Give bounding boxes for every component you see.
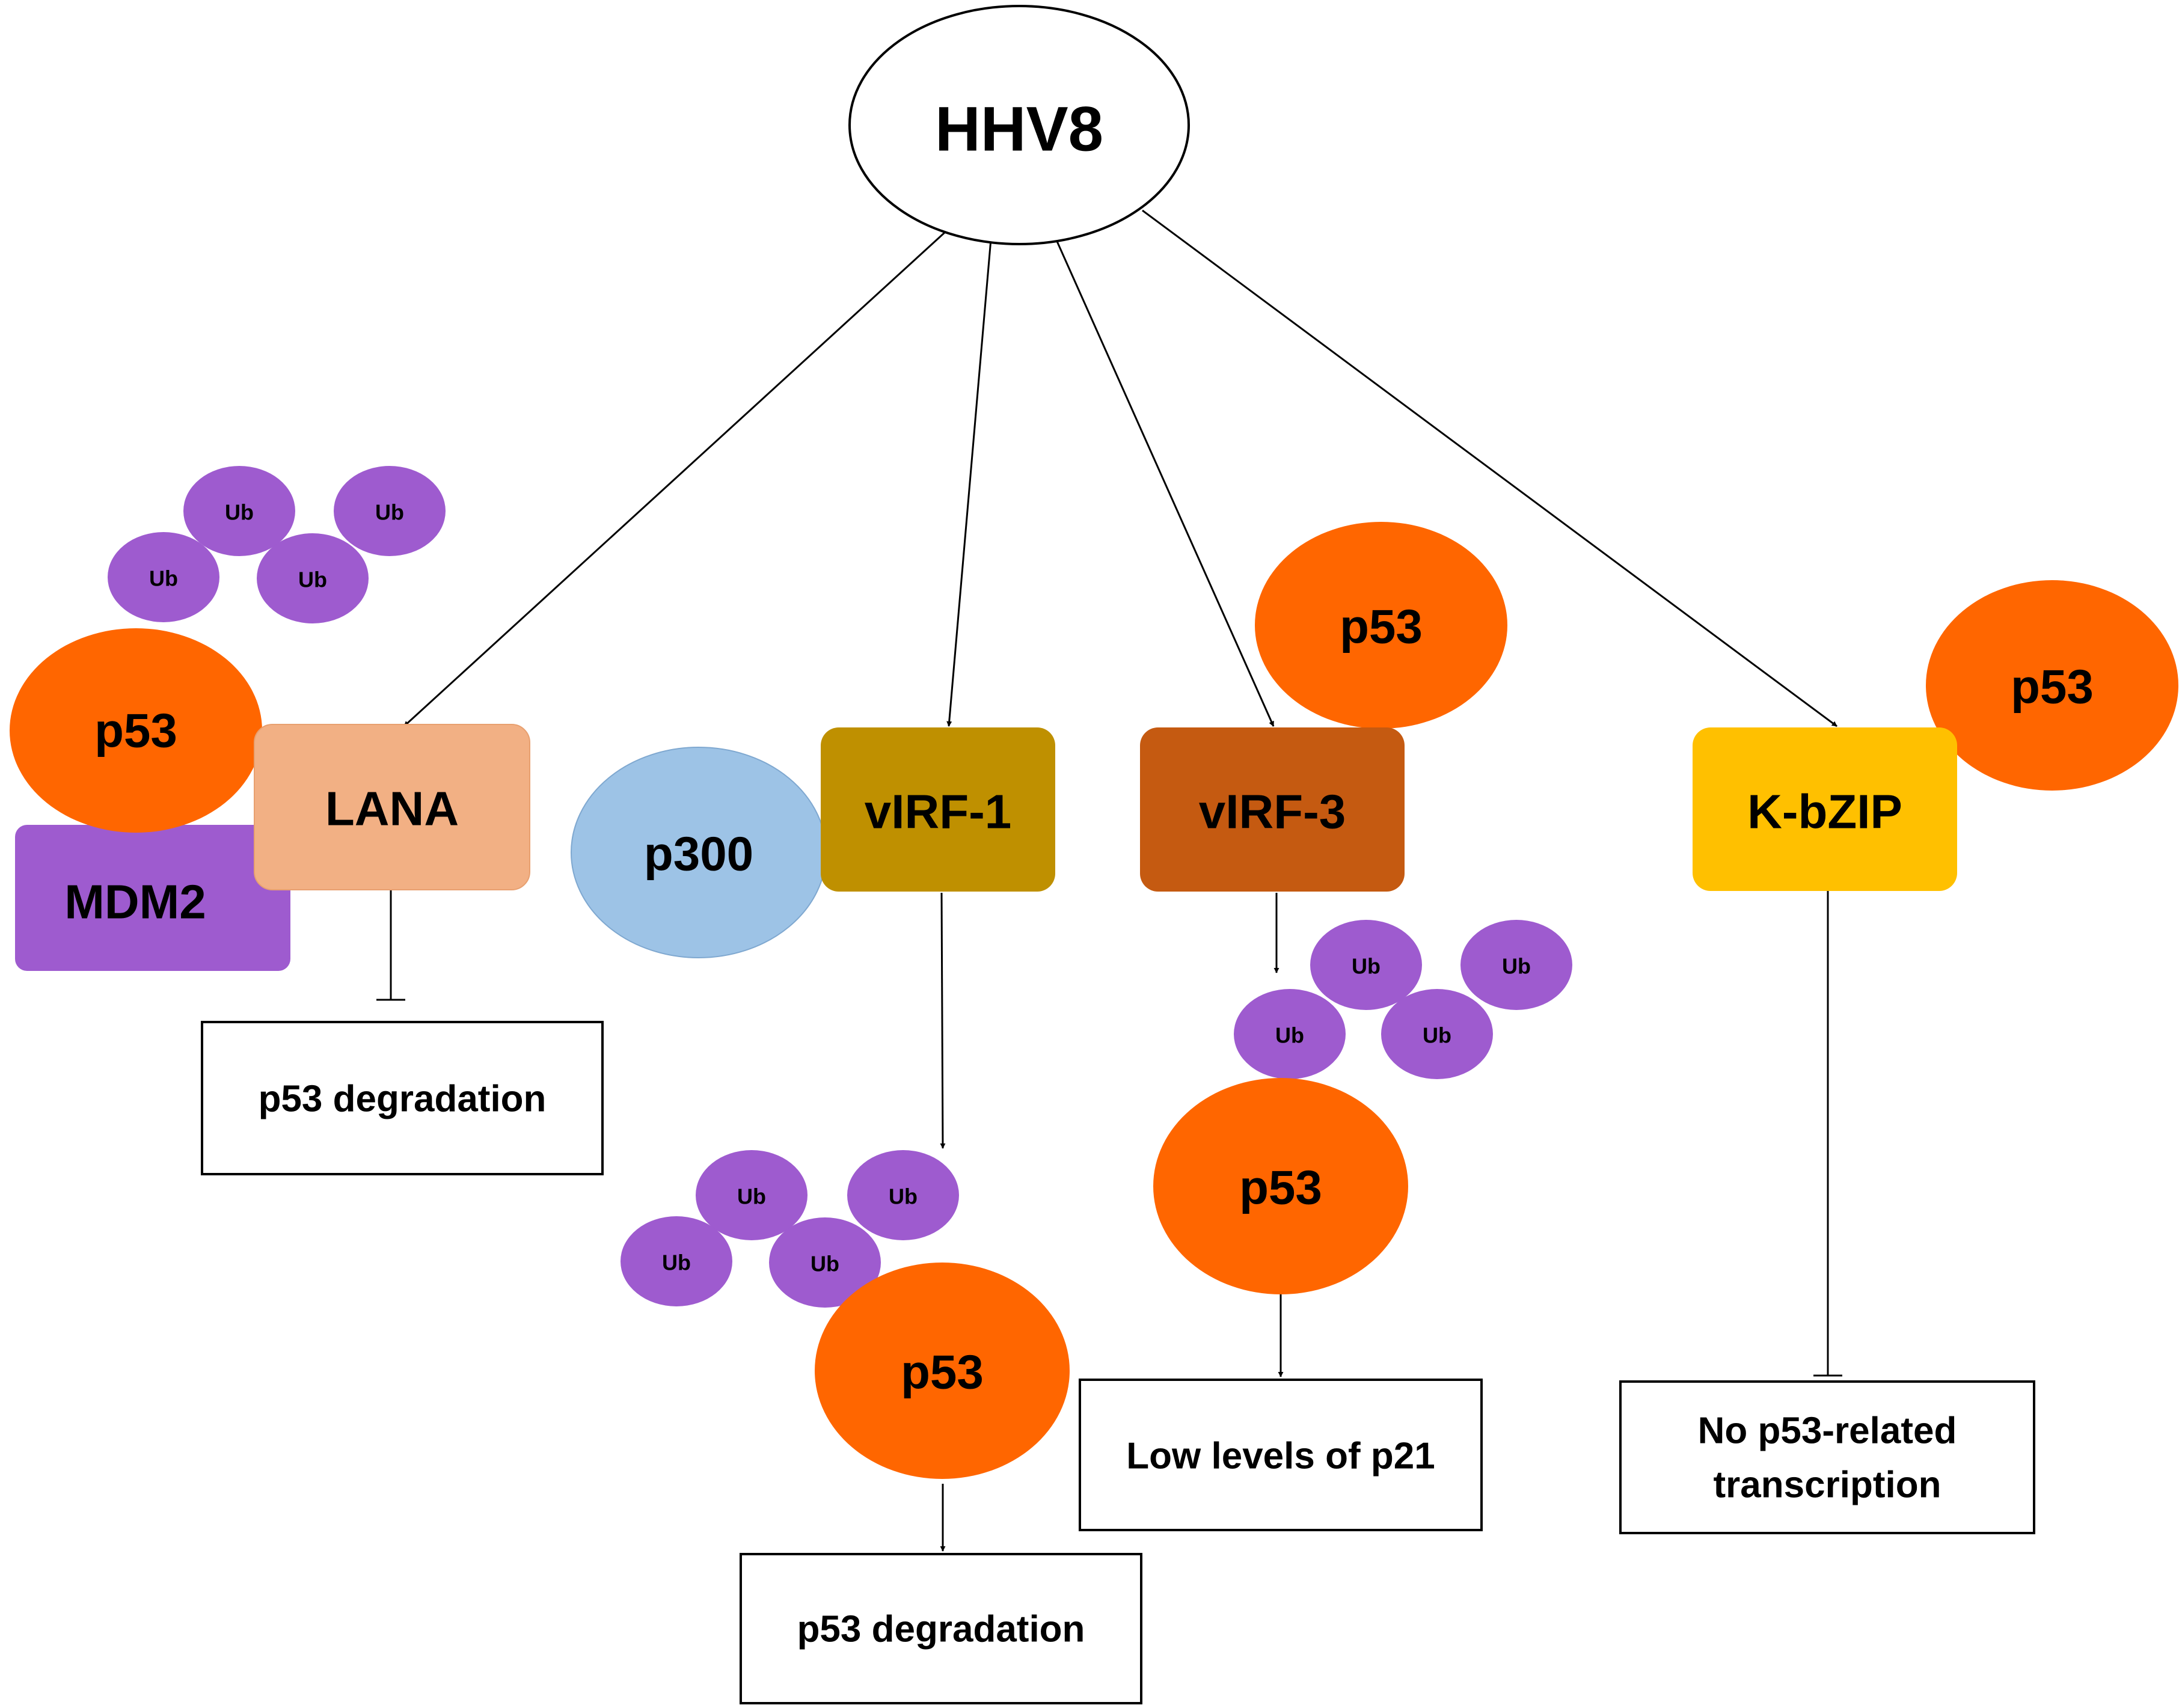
ub-label: Ub (1275, 1023, 1304, 1048)
virf3-node (1140, 727, 1405, 892)
virf3-label: vIRF-3 (1199, 785, 1346, 839)
p53-label-virf1: p53 (901, 1345, 984, 1399)
ub-node (1381, 989, 1493, 1079)
ub-node (696, 1150, 808, 1240)
ub-label: Ub (737, 1184, 766, 1209)
outcome-box-lana (201, 1021, 604, 1175)
ub-label: Ub (375, 500, 404, 525)
ub-node (183, 466, 295, 556)
arrow-hhv8-to-virf1 (946, 239, 992, 727)
ub-node (1460, 920, 1572, 1010)
outcome-label-virf3: Low levels of p21 (1126, 1436, 1435, 1477)
ub-label: Ub (298, 568, 327, 592)
arrow-hhv8-to-virf3 (1055, 238, 1275, 727)
p53-label-lana: p53 (94, 704, 177, 758)
p53-node-virf1 (815, 1263, 1070, 1479)
ub-node (769, 1217, 881, 1308)
ub-node (1310, 920, 1422, 1010)
ub-label: Ub (1423, 1023, 1451, 1048)
p53-label-virf3-bottom: p53 (1239, 1161, 1322, 1214)
lana-label: LANA (325, 782, 459, 836)
ub-node (1234, 989, 1346, 1079)
outcome-label-kbzip-line2: transcription (1714, 1465, 1941, 1506)
outcome-label-lana: p53 degradation (259, 1079, 547, 1120)
kbzip-label: K-bZIP (1747, 785, 1902, 839)
p300-label: p300 (644, 827, 753, 881)
arrow-virf1-to-ub-p53 (940, 892, 946, 1149)
arrow-hhv8-to-kbzip (1142, 209, 1837, 727)
p53-label-kbzip: p53 (2011, 660, 2094, 714)
arrow-hhv8-to-lana (403, 231, 946, 727)
ub-label: Ub (889, 1184, 918, 1209)
p53-label-virf3-top: p53 (1340, 600, 1423, 654)
ub-node (621, 1216, 732, 1306)
ub-node (334, 466, 446, 556)
p53-node-virf3-bottom (1153, 1078, 1408, 1294)
ub-node (257, 533, 369, 623)
outcome-box-virf1 (740, 1553, 1142, 1704)
mdm2-node (15, 825, 290, 971)
outcome-label-virf1: p53 degradation (797, 1609, 1085, 1650)
ub-label: Ub (1502, 954, 1531, 979)
p53-node-kbzip (1926, 580, 2178, 791)
ub-node (108, 532, 219, 622)
ub-label: Ub (1352, 954, 1381, 979)
virf1-label: vIRF-1 (865, 785, 1012, 839)
hhv8-node (848, 5, 1190, 245)
ub-label: Ub (811, 1252, 839, 1276)
outcome-box-virf3 (1079, 1379, 1483, 1531)
ub-node (847, 1150, 959, 1240)
ub-label: Ub (225, 500, 254, 525)
kbzip-node (1693, 727, 1957, 891)
p53-node-lana (10, 628, 262, 833)
ub-label: Ub (662, 1250, 691, 1275)
hhv8-label: HHV8 (935, 94, 1103, 165)
virf1-node (821, 727, 1055, 892)
lana-node (254, 724, 530, 890)
ub-label: Ub (149, 566, 178, 591)
mdm2-label: MDM2 (64, 875, 206, 929)
p53-node-virf3-top (1255, 522, 1507, 729)
outcome-label-kbzip-line1: No p53-related (1698, 1410, 1957, 1452)
outcome-box-kbzip (1619, 1380, 2035, 1534)
